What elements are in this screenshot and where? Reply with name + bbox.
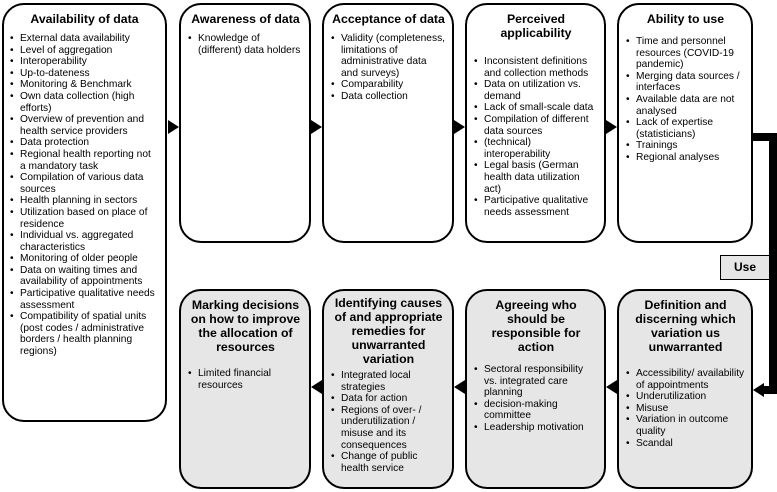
box-title: Awareness of data (191, 12, 300, 26)
item-list: Integrated local strategies Data for act… (331, 370, 446, 474)
list-item: Misuse (626, 403, 745, 415)
list-item: Up-to-dateness (10, 68, 159, 80)
list-item: Data protection (10, 137, 159, 149)
list-item: Regions of over- / underutilization / mi… (331, 405, 446, 451)
list-item: Time and personnel resources (COVID-19 p… (626, 36, 745, 71)
list-item: Merging data sources / interfaces (626, 71, 745, 94)
list-item: Regional analyses (626, 152, 745, 164)
list-item: Scandal (626, 438, 745, 450)
list-item: Monitoring & Benchmark (10, 79, 159, 91)
list-item: Data on waiting times and availability o… (10, 265, 159, 288)
item-list: Time and personnel resources (COVID-19 p… (626, 36, 745, 164)
arrow-left (753, 383, 764, 397)
list-item: Utilization based on place of residence (10, 207, 159, 230)
connector-line (762, 386, 777, 394)
item-list: Knowledge of (different) data holders (188, 33, 303, 56)
list-item: Compilation of various data sources (10, 172, 159, 195)
list-item: Health planning in sectors (10, 195, 159, 207)
connector-line (769, 133, 777, 393)
list-item: Participative qualitative needs assessme… (10, 288, 159, 311)
item-list: Inconsistent definitions and collection … (474, 56, 598, 218)
arrow-left (311, 380, 322, 394)
arrow-right (454, 120, 465, 134)
list-item: Data collection (331, 91, 446, 103)
box-availability-of-data: Availability of data External data avail… (2, 3, 167, 422)
item-list: Sectoral responsibility vs. integrated c… (474, 364, 598, 434)
list-item: Available data are not analysed (626, 94, 745, 117)
list-item: Variation in outcome quality (626, 414, 745, 437)
item-list: Accessibility/ availability of appointme… (626, 368, 745, 449)
list-item: External data availability (10, 33, 159, 45)
list-item: Underutilization (626, 391, 745, 403)
list-item: Level of aggregation (10, 45, 159, 57)
list-item: Trainings (626, 140, 745, 152)
item-list: Limited financial resources (188, 368, 303, 391)
box-title: Ability to use (646, 12, 725, 26)
list-item: Data on utilization vs. demand (474, 79, 598, 102)
arrow-left (606, 380, 617, 394)
list-item: Legal basis (German health data utilizat… (474, 160, 598, 195)
list-item: Limited financial resources (188, 368, 303, 391)
box-title: Availability of data (30, 12, 139, 26)
list-item: Lack of expertise (statisticians) (626, 117, 745, 140)
arrow-right (168, 120, 179, 134)
list-item: Knowledge of (different) data holders (188, 33, 303, 56)
list-item: decision-making committee (474, 399, 598, 422)
list-item: Accessibility/ availability of appointme… (626, 368, 745, 391)
item-list: External data availability Level of aggr… (10, 33, 159, 358)
list-item: Individual vs. aggregated characteristic… (10, 230, 159, 253)
box-ability-to-use: Ability to use Time and personnel resour… (617, 3, 753, 243)
arrow-left (454, 380, 465, 394)
list-item: Compatibility of spatial units (post cod… (10, 311, 159, 357)
box-title: Identifying causes of and appropriate re… (334, 296, 443, 366)
list-item: Lack of small-scale data (474, 102, 598, 114)
list-item: Interoperability (10, 56, 159, 68)
box-title: Perceived applicability (500, 12, 572, 40)
arrow-right (311, 120, 322, 134)
list-item: Data for action (331, 393, 446, 405)
list-item: Change of public health service (331, 451, 446, 474)
use-label: Use (720, 255, 770, 280)
list-item: Validity (completeness, limitations of a… (331, 33, 446, 79)
box-title: Marking decisions on how to improve the … (190, 298, 301, 354)
list-item: Own data collection (high efforts) (10, 91, 159, 114)
box-title: Agreeing who should be responsible for a… (491, 298, 581, 354)
list-item: Overview of prevention and health servic… (10, 114, 159, 137)
arrow-right (606, 120, 617, 134)
list-item: Sectoral responsibility vs. integrated c… (474, 364, 598, 399)
box-title: Acceptance of data (332, 12, 445, 26)
list-item: Regional health reporting not a mandator… (10, 149, 159, 172)
list-item: (technical) interoperability (474, 137, 598, 160)
list-item: Participative qualitative needs assessme… (474, 195, 598, 218)
box-identifying-causes-remedies: Identifying causes of and appropriate re… (322, 289, 454, 489)
box-agreeing-responsibility: Agreeing who should be responsible for a… (465, 289, 606, 489)
box-marking-decisions: Marking decisions on how to improve the … (179, 289, 311, 489)
box-title: Definition and discerning which variatio… (635, 298, 736, 354)
box-perceived-applicability: Perceived applicability Inconsistent def… (465, 3, 606, 243)
box-definition-unwarranted-variation: Definition and discerning which variatio… (617, 289, 753, 489)
list-item: Compilation of different data sources (474, 114, 598, 137)
list-item: Comparability (331, 79, 446, 91)
list-item: Inconsistent definitions and collection … (474, 56, 598, 79)
list-item: Leadership motivation (474, 422, 598, 434)
list-item: Integrated local strategies (331, 370, 446, 393)
item-list: Validity (completeness, limitations of a… (331, 33, 446, 103)
box-acceptance-of-data: Acceptance of data Validity (completenes… (322, 3, 454, 243)
list-item: Monitoring of older people (10, 253, 159, 265)
box-awareness-of-data: Awareness of data Knowledge of (differen… (179, 3, 311, 243)
connector-line (753, 133, 777, 141)
